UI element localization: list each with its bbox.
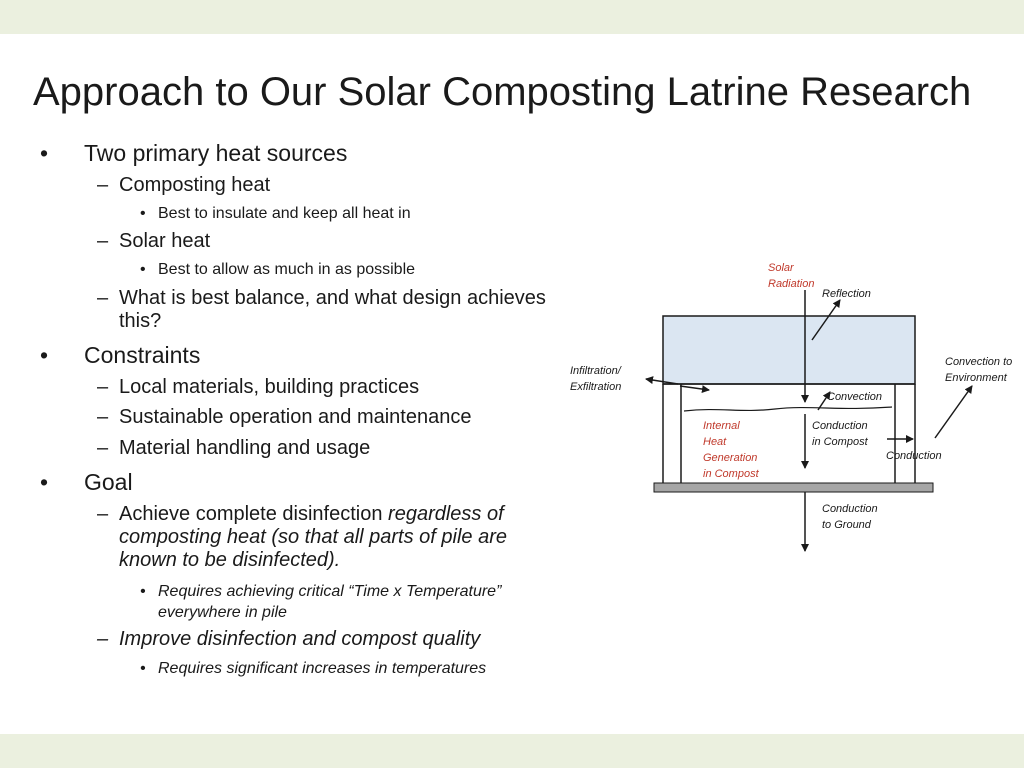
conduction-ground-label-1: Conduction [822, 503, 878, 515]
list-item: • Best to allow as much in as possible [140, 259, 415, 280]
bullet-text: Improve disinfection and compost quality [119, 628, 481, 650]
infiltration-label-2: Exfiltration [570, 381, 621, 393]
internal-heat-label-3: Generation [703, 452, 757, 464]
bullet-text: Requires achieving critical “Time x Temp… [158, 583, 502, 621]
bullet-text: Best to allow as much in as possible [158, 261, 416, 278]
bullet-dot: • [40, 469, 49, 495]
glazing-panel [662, 315, 916, 385]
bullet-text: Constraints [84, 342, 201, 368]
bullet-dash: – [97, 174, 109, 196]
internal-heat-label-2: Heat [703, 436, 727, 448]
infiltration-arrow-right [679, 385, 710, 394]
bullet-dot: • [40, 140, 49, 166]
list-item: • Requires achieving critical “Time x Te… [140, 581, 501, 623]
bullet-dot: • [140, 660, 146, 677]
bullet-text: Composting heat [119, 174, 271, 196]
list-item: – Achieve complete disinfection regardle… [97, 503, 507, 572]
list-item: • Best to insulate and keep all heat in [140, 203, 411, 224]
bullet-dash: – [97, 406, 109, 428]
bullet-text: Achieve complete disinfection regardless… [119, 503, 507, 571]
wall-conduction-label: Conduction [886, 450, 942, 462]
conduction-ground-label-2: to Ground [822, 519, 872, 531]
compost-surface [683, 406, 893, 412]
list-item: – Composting heat [97, 174, 270, 197]
bullet-text: Goal [84, 469, 133, 495]
bullet-dash: – [97, 230, 109, 252]
bullet-text: Requires significant increases in temper… [158, 660, 487, 677]
bullet-dash: – [97, 287, 109, 309]
internal-heat-label-1: Internal [703, 420, 740, 432]
list-item: – Improve disinfection and compost quali… [97, 628, 480, 651]
reflection-label: Reflection [822, 288, 871, 300]
list-item: – Sustainable operation and maintenance [97, 406, 471, 429]
list-item: • Constraints [40, 342, 200, 369]
bullet-text: Solar heat [119, 230, 211, 252]
convection-label: Convection [827, 391, 882, 403]
list-item: • Two primary heat sources [40, 140, 347, 167]
bullet-dot: • [140, 261, 146, 278]
list-item: – What is best balance, and what design … [97, 287, 546, 333]
bullet-text: Material handling and usage [119, 437, 371, 459]
solar-radiation-label-2: Radiation [768, 278, 814, 290]
base-slab [653, 482, 934, 493]
bullet-dot: • [140, 205, 146, 222]
convection-to-environment-arrow [934, 385, 973, 439]
bullet-dash: – [97, 376, 109, 398]
bullet-text: Best to insulate and keep all heat in [158, 205, 411, 222]
list-item: – Material handling and usage [97, 437, 370, 460]
list-item: • Goal [40, 469, 133, 496]
convection-env-label-1: Convection to [945, 356, 1012, 368]
infiltration-label-1: Infiltration/ [570, 365, 622, 377]
convection-arrow [817, 391, 831, 411]
bullet-text: Sustainable operation and maintenance [119, 406, 472, 428]
bullet-text: What is best balance, and what design ac… [119, 287, 546, 332]
top-band [0, 0, 1024, 34]
list-item: – Local materials, building practices [97, 376, 419, 399]
solar-radiation-label-1: Solar [768, 262, 795, 274]
internal-heat-label-4: in Compost [703, 468, 760, 480]
bullet-list: • Two primary heat sources – Composting … [40, 140, 546, 679]
slide-title: Approach to Our Solar Composting Latrine… [33, 70, 972, 114]
list-item: – Solar heat [97, 230, 210, 253]
bullet-dash: – [97, 628, 109, 650]
conduction-compost-label-2: in Compost [812, 436, 869, 448]
list-item: • Requires significant increases in temp… [140, 658, 486, 679]
bottom-band [0, 734, 1024, 768]
bullet-text: Two primary heat sources [84, 140, 348, 166]
bullet-dot: • [140, 583, 146, 600]
infiltration-arrow-left [645, 376, 679, 385]
reflection-arrow [811, 299, 841, 341]
conduction-compost-label-1: Conduction [812, 420, 868, 432]
bullet-text: Local materials, building practices [119, 376, 420, 398]
bullet-dash: – [97, 503, 109, 525]
convection-env-label-2: Environment [945, 372, 1008, 384]
bullet-dash: – [97, 437, 109, 459]
bullet-dot: • [40, 342, 49, 368]
